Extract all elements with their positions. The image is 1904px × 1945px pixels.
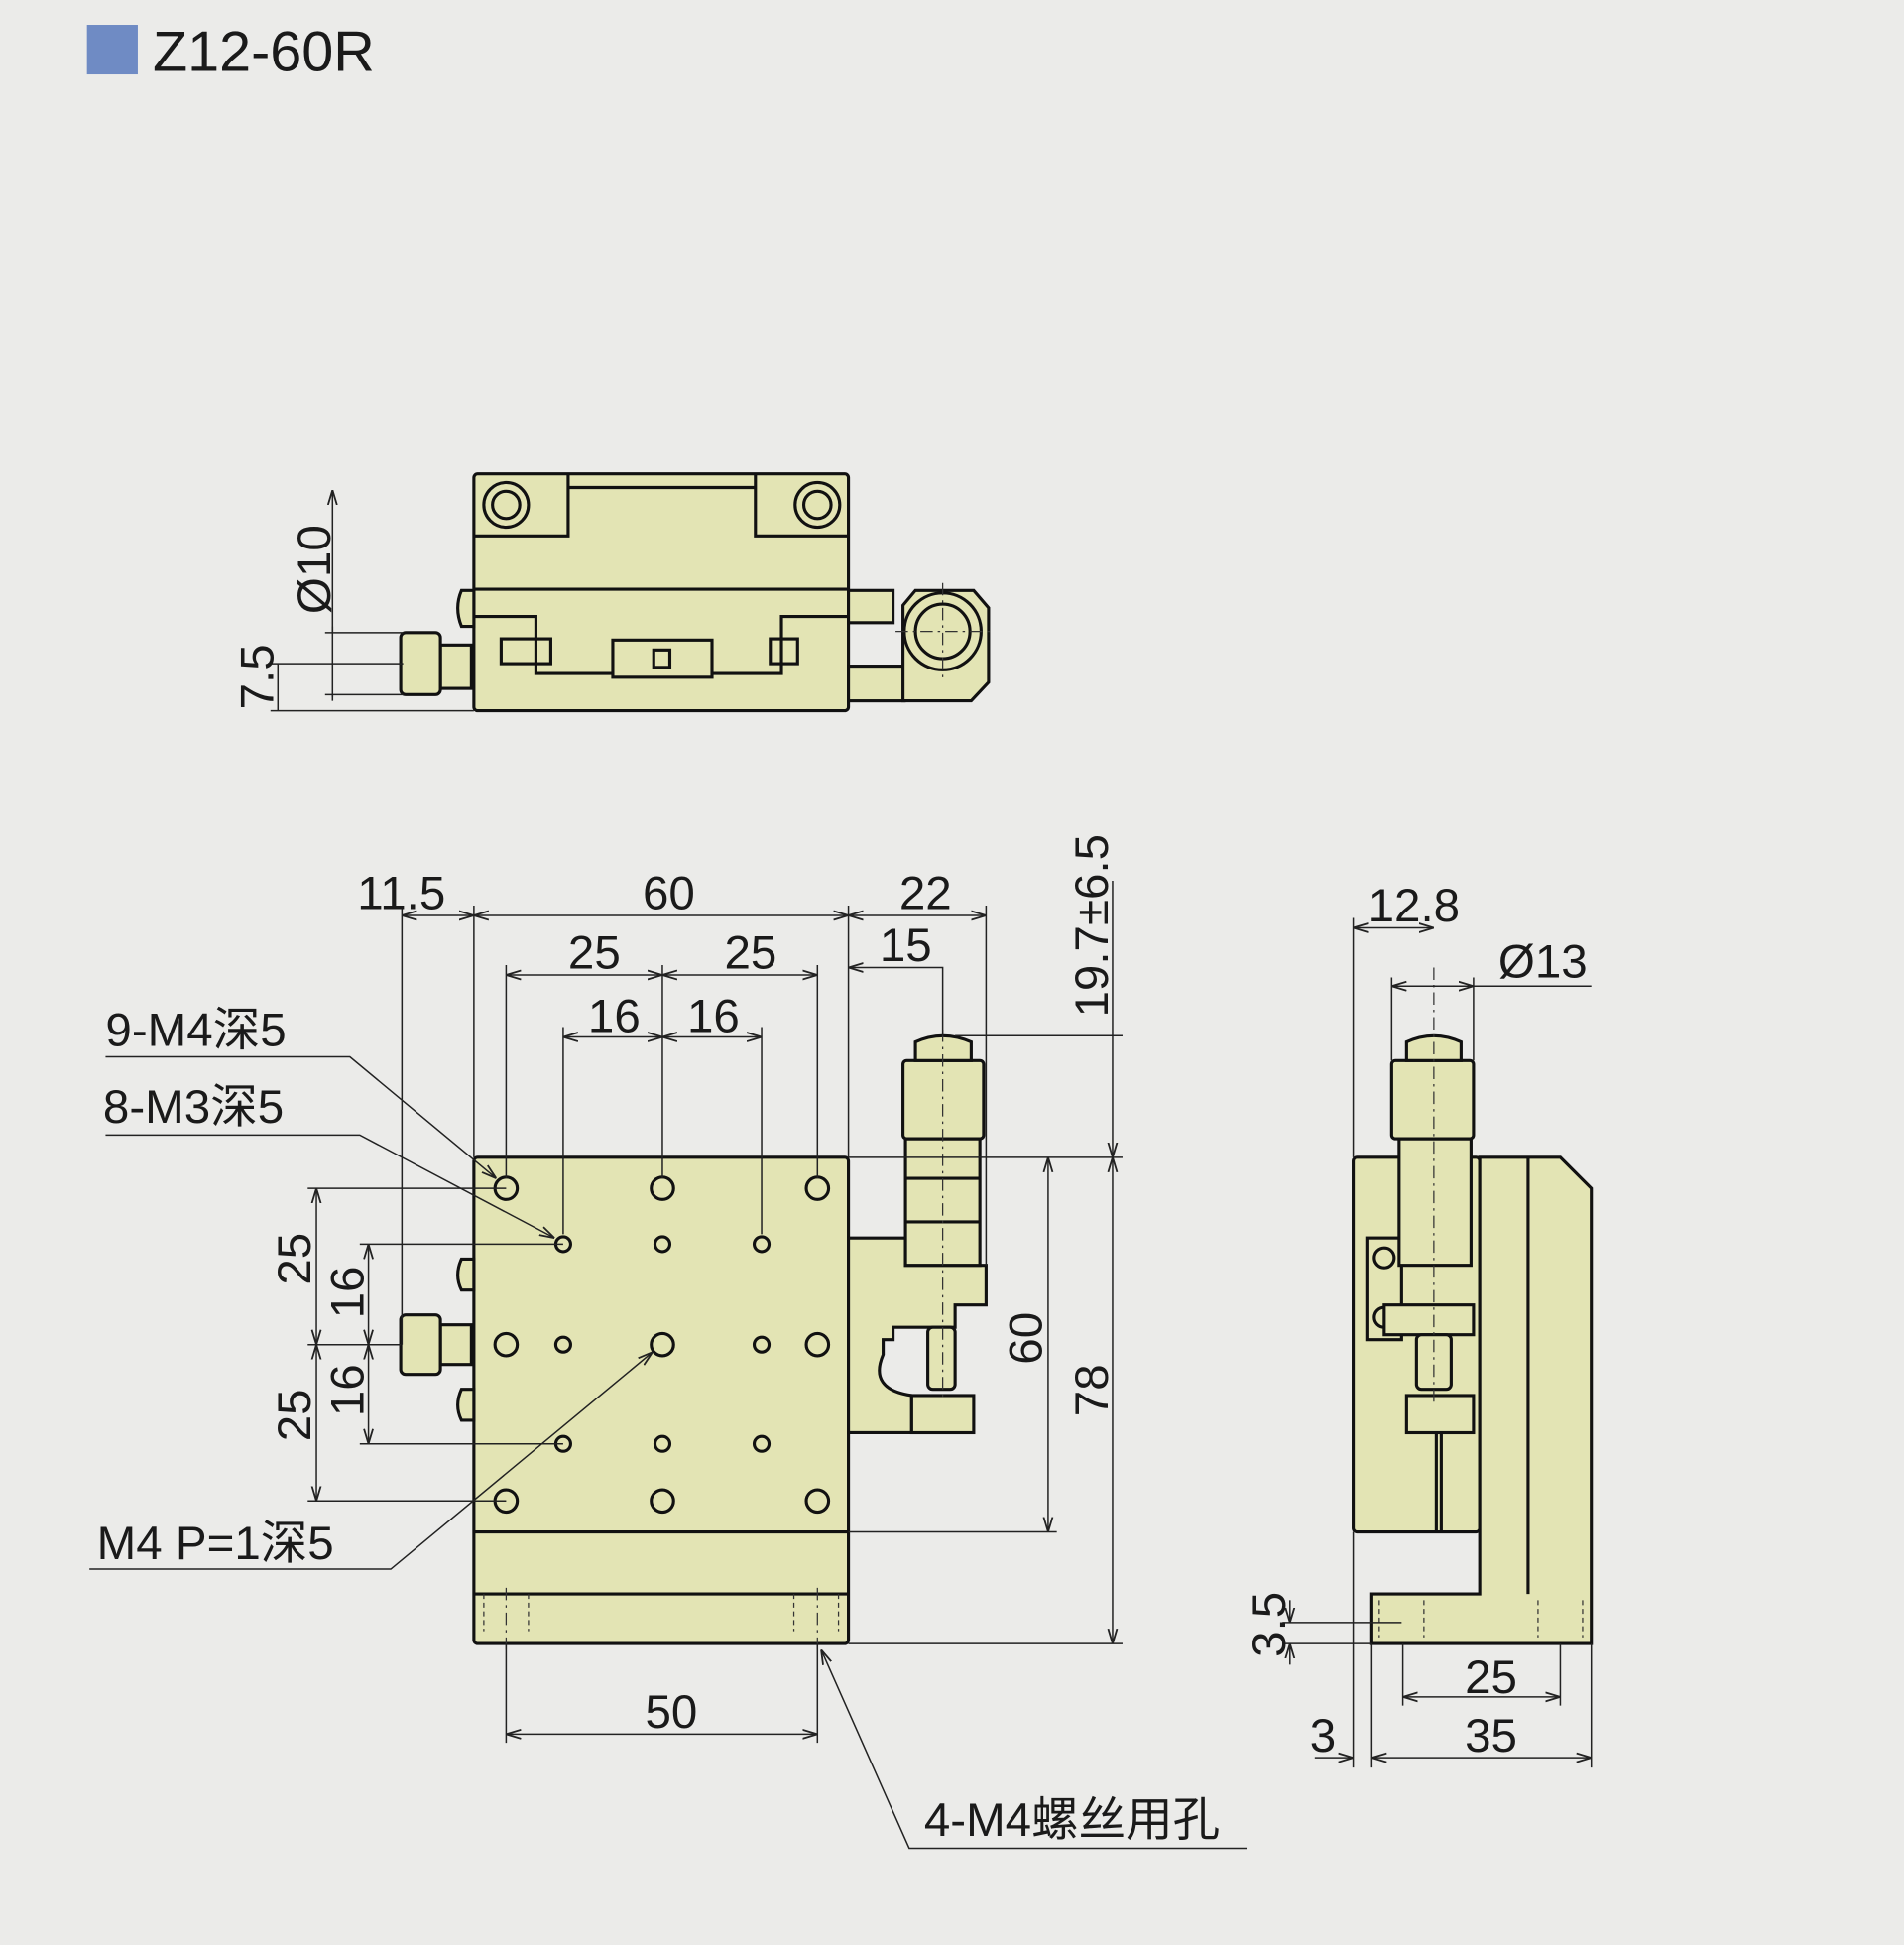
label-9-m4: 9-M4深5 [105,1004,286,1056]
dim-3-5: 3.5 [1244,1592,1296,1657]
dim-19-7: 19.7±6.5 [1066,834,1119,1018]
label-4-m4-mount: 4-M4螺丝用孔 [924,1794,1220,1847]
dim-22: 22 [899,868,952,920]
dim-16-a: 16 [588,991,641,1043]
dim-d13: Ø13 [1498,936,1588,989]
dim-25-left-b: 25 [269,1389,321,1441]
top-view: Ø10 7.5 [231,472,993,713]
dim-16-left-a: 16 [322,1267,375,1319]
dim-25-left-a: 25 [269,1233,321,1285]
dim-15: 15 [880,919,932,972]
dim-50: 50 [645,1686,697,1739]
dim-35: 35 [1465,1710,1517,1763]
label-8-m3: 8-M3深5 [103,1081,284,1134]
dim-25-a: 25 [568,927,621,980]
dim-60-top: 60 [643,868,695,920]
page-title: Z12-60R [153,20,375,83]
title-marker [86,25,138,75]
dim-11-5: 11.5 [357,868,445,920]
front-view: 11.5 60 22 15 25 25 16 16 19.7±6.5 60 78… [89,834,1248,1850]
dim-60-vertical: 60 [1001,1312,1053,1365]
side-view: 12.8 Ø13 3.5 3 25 35 [1244,880,1594,1768]
dim-7-5: 7.5 [231,644,284,709]
dim-3: 3 [1310,1710,1336,1763]
m3-holes [553,1235,772,1453]
dim-78: 78 [1066,1364,1119,1416]
dim-12-8: 12.8 [1368,880,1460,932]
dim-16-b: 16 [687,991,740,1043]
dim-16-left-b: 16 [322,1364,375,1416]
dim-d10: Ø10 [289,525,341,614]
dim-25-side: 25 [1465,1651,1517,1704]
label-m4-p1: M4 P=1深5 [97,1518,334,1570]
dim-25-b: 25 [725,927,777,980]
